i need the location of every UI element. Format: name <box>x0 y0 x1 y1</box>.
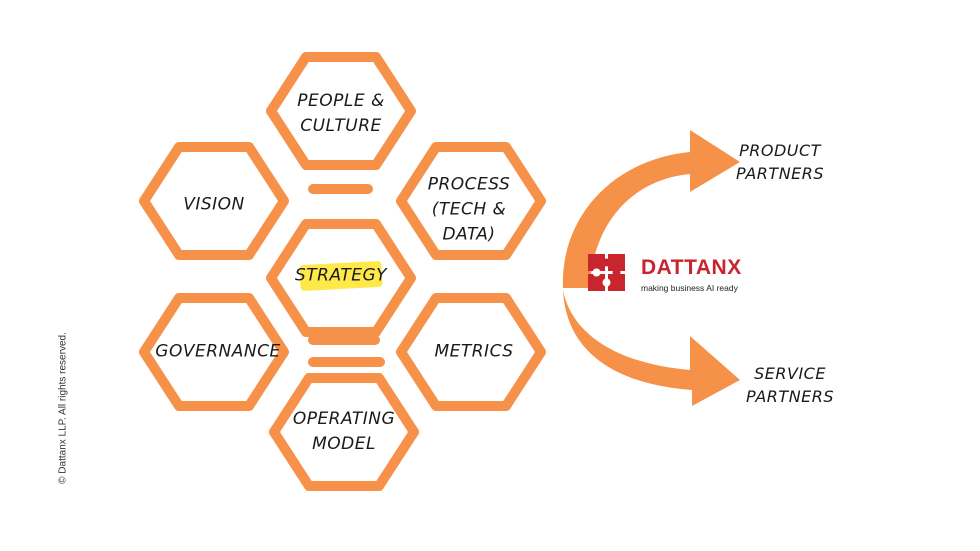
hex-strategy <box>266 219 416 337</box>
hex-vision <box>139 142 289 260</box>
hex-label-strategy: STRATEGY <box>294 265 388 286</box>
hex-governance <box>139 293 289 411</box>
logo-name: DATTANX <box>641 256 742 279</box>
arrow-to-product-partners <box>562 130 740 288</box>
hex-operating-model <box>269 373 419 491</box>
hex-metrics <box>396 293 546 411</box>
hex-label-governance: GOVERNANCE <box>155 341 281 362</box>
hex-people-culture <box>266 52 416 170</box>
hex-label-operating-model: OPERATING MODEL <box>292 409 396 454</box>
logo-tagline: making business AI ready <box>641 283 738 293</box>
puzzle-icon <box>588 254 625 291</box>
hex-label-process: PROCESS (TECH & DATA) <box>427 174 511 245</box>
hex-label-vision: VISION <box>183 194 245 215</box>
hexagon-grid <box>139 52 546 491</box>
hex-label-metrics: METRICS <box>434 341 514 362</box>
hex-process <box>396 142 546 260</box>
partner-arrows <box>562 130 740 406</box>
service-partners-label: SERVICE PARTNERS <box>746 364 835 406</box>
hex-label-people-culture: PEOPLE & CULTURE <box>297 91 385 136</box>
connector-bars <box>308 184 385 367</box>
arrow-to-service-partners <box>563 290 740 406</box>
product-partners-label: PRODUCT PARTNERS <box>736 141 825 183</box>
copyright-notice: © Dattanx LLP. All rights reserved. <box>57 332 69 484</box>
